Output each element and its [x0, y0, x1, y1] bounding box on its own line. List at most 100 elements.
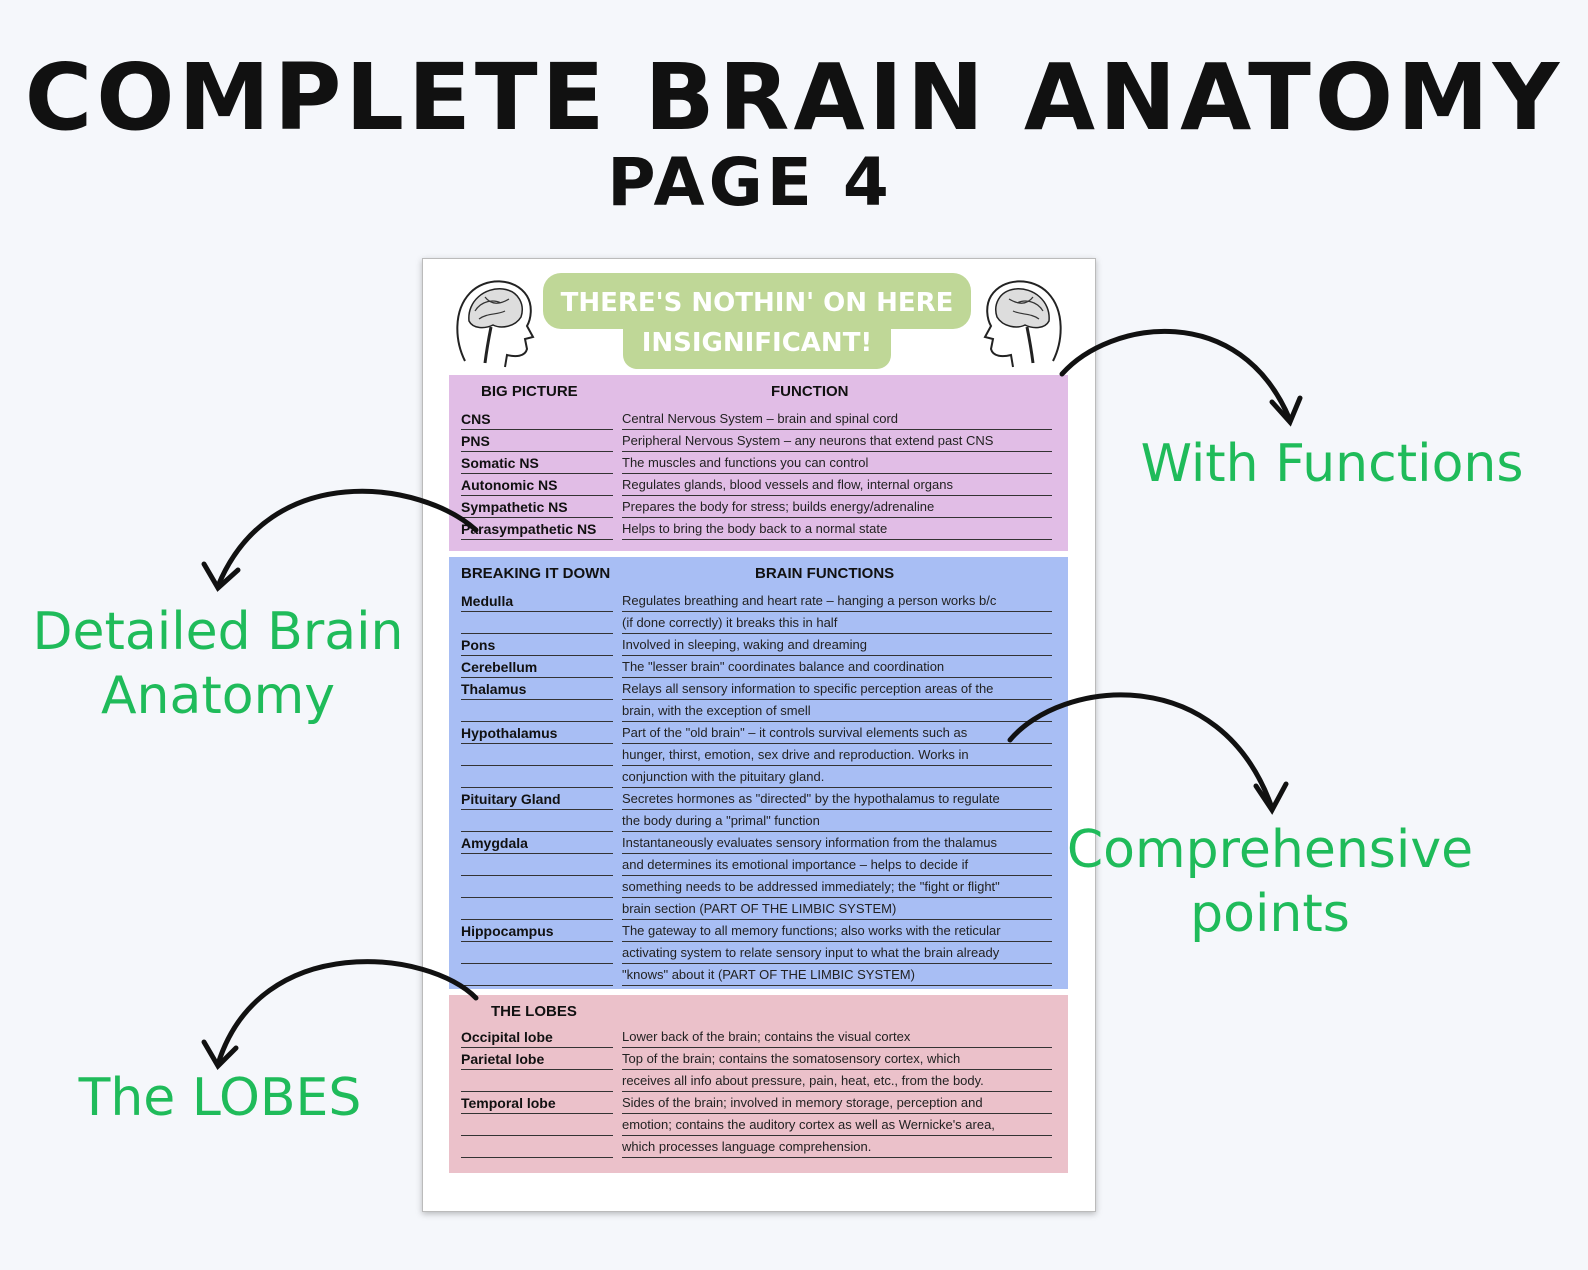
function-text: Top of the brain; contains the somatosen…: [622, 1048, 1052, 1092]
function-line: Regulates breathing and heart rate – han…: [622, 590, 1052, 612]
term-sympathetic-ns: Sympathetic NS: [461, 497, 613, 518]
big-picture-section: BIG PICTURE FUNCTION CNS Central Nervous …: [449, 375, 1068, 551]
rule-line: [461, 1091, 613, 1092]
function-text: Central Nervous System – brain and spina…: [622, 408, 1052, 430]
breaking-it-down-section: BREAKING IT DOWN BRAIN FUNCTIONS Medulla…: [449, 557, 1068, 989]
worksheet: THERE'S NOTHIN' ON HERE INSIGNIFICANT! B…: [422, 258, 1096, 1212]
function-line: Regulates glands, blood vessels and flow…: [622, 474, 1052, 496]
breaking-it-down-header: BREAKING IT DOWN: [461, 565, 611, 582]
function-line: (if done correctly) it breaks this in ha…: [622, 612, 1052, 634]
function-text: Relays all sensory information to specif…: [622, 678, 1052, 722]
rule-line: [461, 963, 613, 964]
rule-line: [461, 875, 613, 876]
term-occipital-lobe: Occipital lobe: [461, 1027, 613, 1048]
brain-functions-header: BRAIN FUNCTIONS: [755, 565, 895, 582]
function-line: Peripheral Nervous System – any neurons …: [622, 430, 1052, 452]
brain-head-right-icon: [983, 280, 1062, 368]
function-text: Regulates breathing and heart rate – han…: [622, 590, 1052, 634]
callout-comprehensive-line-2: points: [1190, 884, 1350, 944]
function-line: receives all info about pressure, pain, …: [622, 1070, 1052, 1092]
term-hypothalamus: Hypothalamus: [461, 723, 613, 744]
term-temporal-lobe: Temporal lobe: [461, 1093, 613, 1114]
rule-line: [461, 1157, 613, 1158]
function-text: Lower back of the brain; contains the vi…: [622, 1026, 1052, 1048]
callout-detailed-line-1: Detailed Brain: [32, 602, 404, 662]
function-line: emotion; contains the auditory cortex as…: [622, 1114, 1052, 1136]
function-line: something needs to be addressed immediat…: [622, 876, 1052, 898]
rule-line: [461, 765, 613, 766]
function-line: Central Nervous System – brain and spina…: [622, 408, 1052, 430]
function-line: Secretes hormones as "directed" by the h…: [622, 788, 1052, 810]
function-text: The gateway to all memory functions; als…: [622, 920, 1052, 986]
rule-line: [461, 897, 613, 898]
function-line: Prepares the body for stress; builds ene…: [622, 496, 1052, 518]
function-line: activating system to relate sensory inpu…: [622, 942, 1052, 964]
function-line: conjunction with the pituitary gland.: [622, 766, 1052, 788]
function-text: Prepares the body for stress; builds ene…: [622, 496, 1052, 518]
function-line: Sides of the brain; involved in memory s…: [622, 1092, 1052, 1114]
rule-line: [461, 985, 613, 986]
function-text: The "lesser brain" coordinates balance a…: [622, 656, 1052, 678]
function-text: The muscles and functions you can contro…: [622, 452, 1052, 474]
callout-comprehensive: Comprehensive points: [1060, 818, 1480, 946]
term-amygdala: Amygdala: [461, 833, 613, 854]
callout-detailed-anatomy: Detailed Brain Anatomy: [18, 600, 418, 728]
callout-with-functions: With Functions: [1140, 434, 1524, 494]
brain-head-left-icon: [456, 280, 535, 368]
function-line: and determines its emotional importance …: [622, 854, 1052, 876]
function-header: FUNCTION: [771, 383, 849, 400]
term-pons: Pons: [461, 635, 613, 656]
function-line: which processes language comprehension.: [622, 1136, 1052, 1158]
lobes-header: THE LOBES: [491, 1003, 577, 1020]
function-text: Helps to bring the body back to a normal…: [622, 518, 1052, 540]
function-line: Involved in sleeping, waking and dreamin…: [622, 634, 1052, 656]
function-text: Regulates glands, blood vessels and flow…: [622, 474, 1052, 496]
term-pns: PNS: [461, 431, 613, 452]
function-text: Instantaneously evaluates sensory inform…: [622, 832, 1052, 920]
term-pituitary-gland: Pituitary Gland: [461, 789, 613, 810]
rule-line: [461, 721, 613, 722]
term-parasympathetic-ns: Parasympathetic NS: [461, 519, 613, 540]
term-cerebellum: Cerebellum: [461, 657, 613, 678]
banner: THERE'S NOTHIN' ON HERE INSIGNIFICANT!: [543, 273, 971, 369]
term-hippocampus: Hippocampus: [461, 921, 613, 942]
term-parietal-lobe: Parietal lobe: [461, 1049, 613, 1070]
function-line: Top of the brain; contains the somatosen…: [622, 1048, 1052, 1070]
term-medulla: Medulla: [461, 591, 613, 612]
function-line: Instantaneously evaluates sensory inform…: [622, 832, 1052, 854]
function-line: Relays all sensory information to specif…: [622, 678, 1052, 700]
function-text: Part of the "old brain" – it controls su…: [622, 722, 1052, 788]
function-line: Helps to bring the body back to a normal…: [622, 518, 1052, 540]
rule-line: [461, 831, 613, 832]
lobes-section: THE LOBES Occipital lobe Lower back of th…: [449, 995, 1068, 1173]
rule-line: [461, 1135, 613, 1136]
rule-line: [461, 633, 613, 634]
function-line: The gateway to all memory functions; als…: [622, 920, 1052, 942]
rule-line: [461, 919, 613, 920]
function-line: The "lesser brain" coordinates balance a…: [622, 656, 1052, 678]
function-line: "knows" about it (PART OF THE LIMBIC SYS…: [622, 964, 1052, 986]
page-subtitle: PAGE 4: [607, 144, 893, 221]
function-line: Part of the "old brain" – it controls su…: [622, 722, 1052, 744]
banner-line-1: THERE'S NOTHIN' ON HERE: [560, 288, 954, 318]
page-title: COMPLETE BRAIN ANATOMY: [24, 44, 1564, 151]
callout-detailed-line-2: Anatomy: [100, 666, 336, 726]
function-text: Secretes hormones as "directed" by the h…: [622, 788, 1052, 832]
term-somatic-ns: Somatic NS: [461, 453, 613, 474]
function-line: Lower back of the brain; contains the vi…: [622, 1026, 1052, 1048]
function-text: Peripheral Nervous System – any neurons …: [622, 430, 1052, 452]
callout-lobes: The LOBES: [78, 1068, 362, 1128]
callout-comprehensive-line-1: Comprehensive: [1066, 820, 1474, 880]
function-line: the body during a "primal" function: [622, 810, 1052, 832]
big-picture-header: BIG PICTURE: [481, 383, 578, 400]
function-line: brain section (PART OF THE LIMBIC SYSTEM…: [622, 898, 1052, 920]
term-cns: CNS: [461, 409, 613, 430]
function-line: hunger, thirst, emotion, sex drive and r…: [622, 744, 1052, 766]
rule-line: [461, 787, 613, 788]
function-text: Involved in sleeping, waking and dreamin…: [622, 634, 1052, 656]
term-autonomic-ns: Autonomic NS: [461, 475, 613, 496]
function-line: The muscles and functions you can contro…: [622, 452, 1052, 474]
function-text: Sides of the brain; involved in memory s…: [622, 1092, 1052, 1158]
banner-line-2: INSIGNIFICANT!: [641, 328, 873, 358]
